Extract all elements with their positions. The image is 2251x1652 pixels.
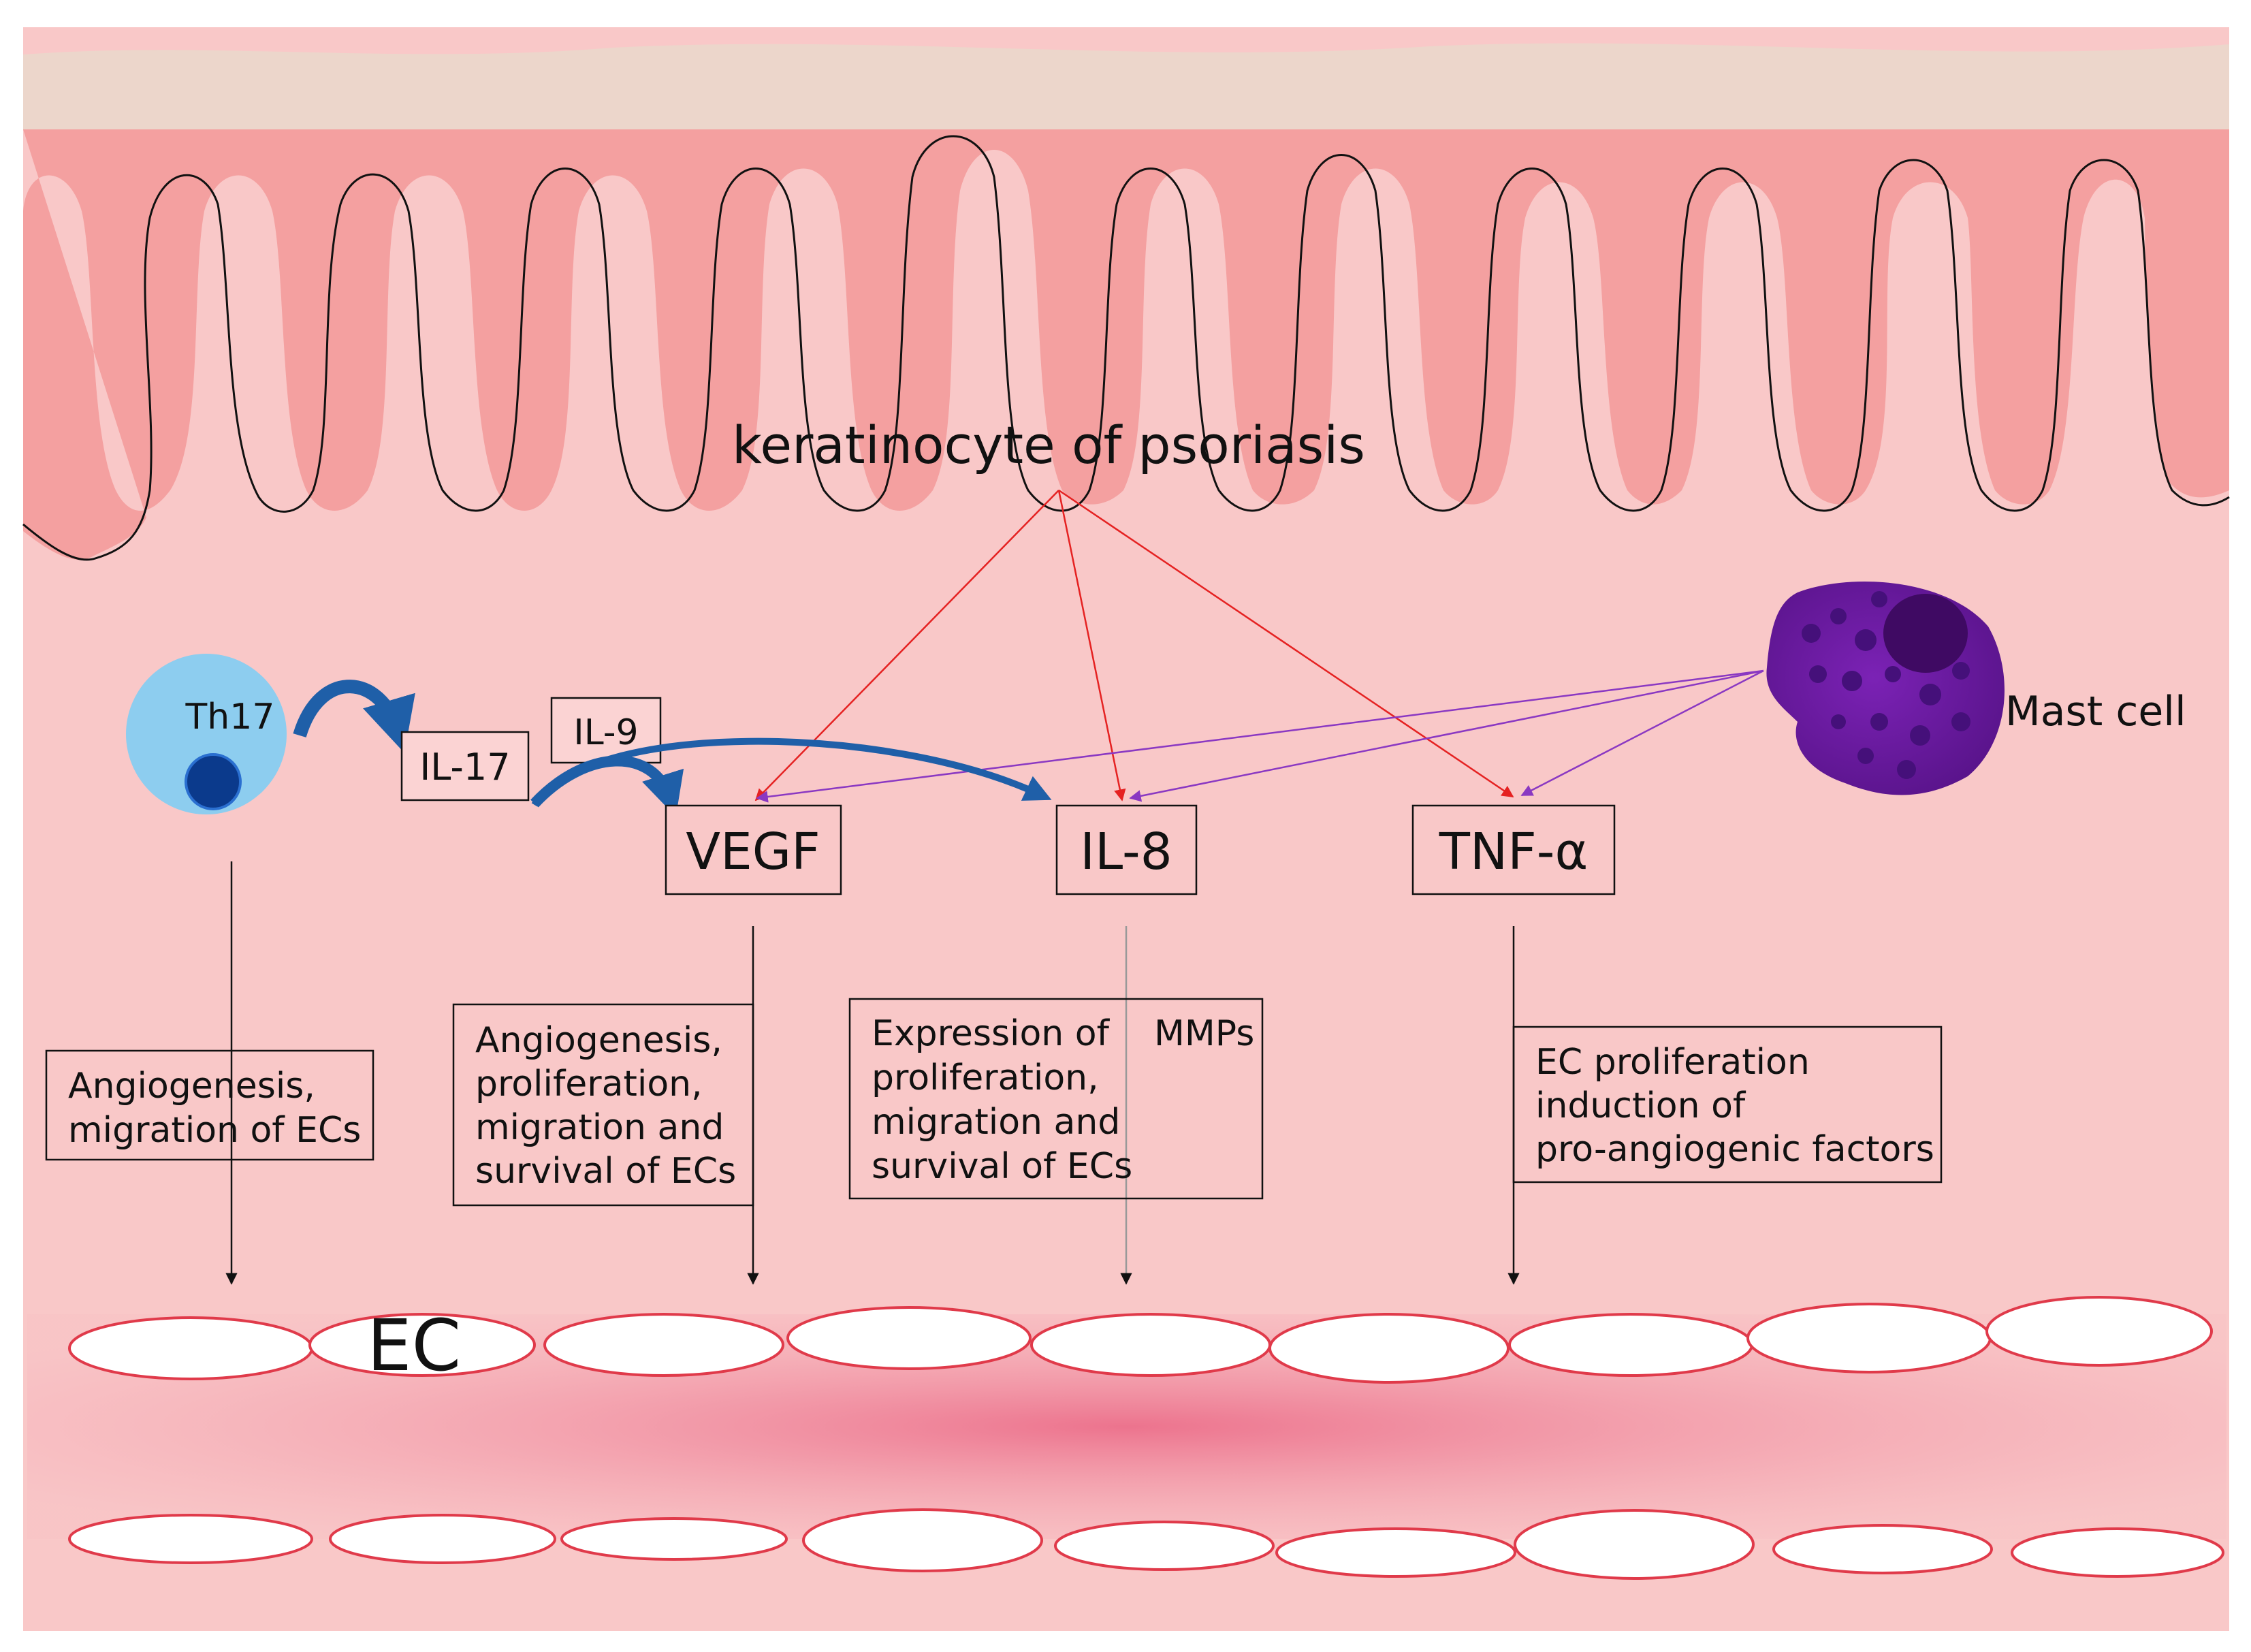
vegf-effect-line-4: survival of ECs: [475, 1151, 736, 1192]
keratinocyte-to-tnf-arrow: [1058, 489, 1514, 798]
mast-to-vegf-arrow: [756, 669, 1764, 803]
tnf-effect-line-1: EC proliferation: [1535, 1042, 1810, 1083]
endothelial-cell: [1514, 1509, 1755, 1580]
vegf-label: VEGF: [686, 823, 820, 881]
endothelial-cell: [308, 1313, 536, 1377]
il8-effect-line-4: survival of ECs: [872, 1146, 1132, 1187]
th17-label: Th17: [185, 697, 275, 737]
endothelial-cell: [2011, 1527, 2224, 1578]
th17-effect-line-2: migration of ECs: [68, 1110, 361, 1151]
endothelial-cell: [1275, 1527, 1516, 1578]
epidermis-rete-ridges: [23, 129, 2229, 560]
stratum-corneum: [23, 43, 2229, 129]
endothelial-cell: [802, 1508, 1043, 1572]
keratinocyte-label: keratinocyte of psoriasis: [732, 415, 1365, 475]
vegf-box: VEGF: [665, 804, 842, 895]
il9-label: IL-9: [573, 712, 638, 753]
endothelial-cell: [543, 1313, 784, 1377]
ec-label: EC: [367, 1304, 461, 1387]
mast-to-tnf-arrow: [1520, 669, 1764, 797]
mast-cell: Mast cell: [1766, 582, 2186, 795]
tnf-label: TNF-α: [1439, 823, 1589, 881]
keratinocyte-to-vegf-arrow: [754, 490, 1059, 801]
mast-cell-label: Mast cell: [2005, 688, 2186, 735]
il8-effect-box: Expression of MMPs proliferation, migrat…: [848, 998, 1264, 1200]
th17-effect-line-1: Angiogenesis,: [68, 1066, 315, 1107]
vegf-effect-box: Angiogenesis, proliferation, migration a…: [452, 1003, 754, 1207]
th17-effect-box: Angiogenesis, migration of ECs: [45, 1049, 374, 1161]
tnf-effect-box: EC proliferation induction of pro-angiog…: [1512, 1026, 1943, 1184]
il8-box: IL-8: [1055, 804, 1198, 895]
il8-effect-line-2: proliferation,: [872, 1058, 1099, 1098]
endothelial-cell: [1030, 1313, 1271, 1377]
vegf-effect-line-2: proliferation,: [475, 1064, 703, 1105]
il8-label: IL-8: [1080, 823, 1172, 881]
il17-box: IL-17: [400, 731, 530, 801]
th17-nucleus: [185, 753, 242, 810]
mast-to-il8-arrow: [1129, 669, 1764, 802]
tnf-effect-line-3: pro-angiogenic factors: [1535, 1129, 1934, 1170]
th17-cell: Th17: [126, 654, 287, 814]
il-to-il8-arrow: [531, 737, 1052, 807]
endothelial-cell: [1054, 1521, 1275, 1571]
endothelial-cell: [1746, 1303, 1992, 1373]
endothelial-cell: [1772, 1524, 1993, 1574]
endothelial-cell: [560, 1517, 788, 1561]
il8-effect-line-3: migration and: [872, 1102, 1120, 1143]
th17-to-il17-arrow: [293, 680, 415, 753]
endothelial-cell: [329, 1514, 556, 1564]
endothelial-cell: [786, 1306, 1032, 1370]
endothelial-cell: [1508, 1313, 1753, 1377]
endothelial-cell: [1268, 1313, 1510, 1384]
mast-cell-arrows: [756, 669, 1764, 803]
endothelial-cell: [68, 1316, 313, 1380]
endothelial-cell: [68, 1514, 313, 1564]
tnf-effect-line-2: induction of: [1535, 1085, 1746, 1126]
tnf-box: TNF-α: [1411, 804, 1616, 895]
rete-ridge-outline: [22, 135, 2230, 561]
keratinocyte-arrows: [754, 489, 1514, 801]
vegf-effect-line-3: migration and: [475, 1107, 724, 1148]
il8-effect-line-1: Expression of MMPs: [872, 1013, 1254, 1054]
keratinocyte-to-il8-arrow: [1057, 490, 1126, 801]
ec-bottom-row: [68, 1508, 2224, 1580]
mast-cell-nucleus: [1883, 594, 1968, 673]
vegf-effect-line-1: Angiogenesis,: [475, 1020, 722, 1061]
ec-top-row: [68, 1296, 2213, 1384]
endothelial-cell: [1985, 1296, 2213, 1367]
il17-label: IL-17: [419, 746, 510, 789]
